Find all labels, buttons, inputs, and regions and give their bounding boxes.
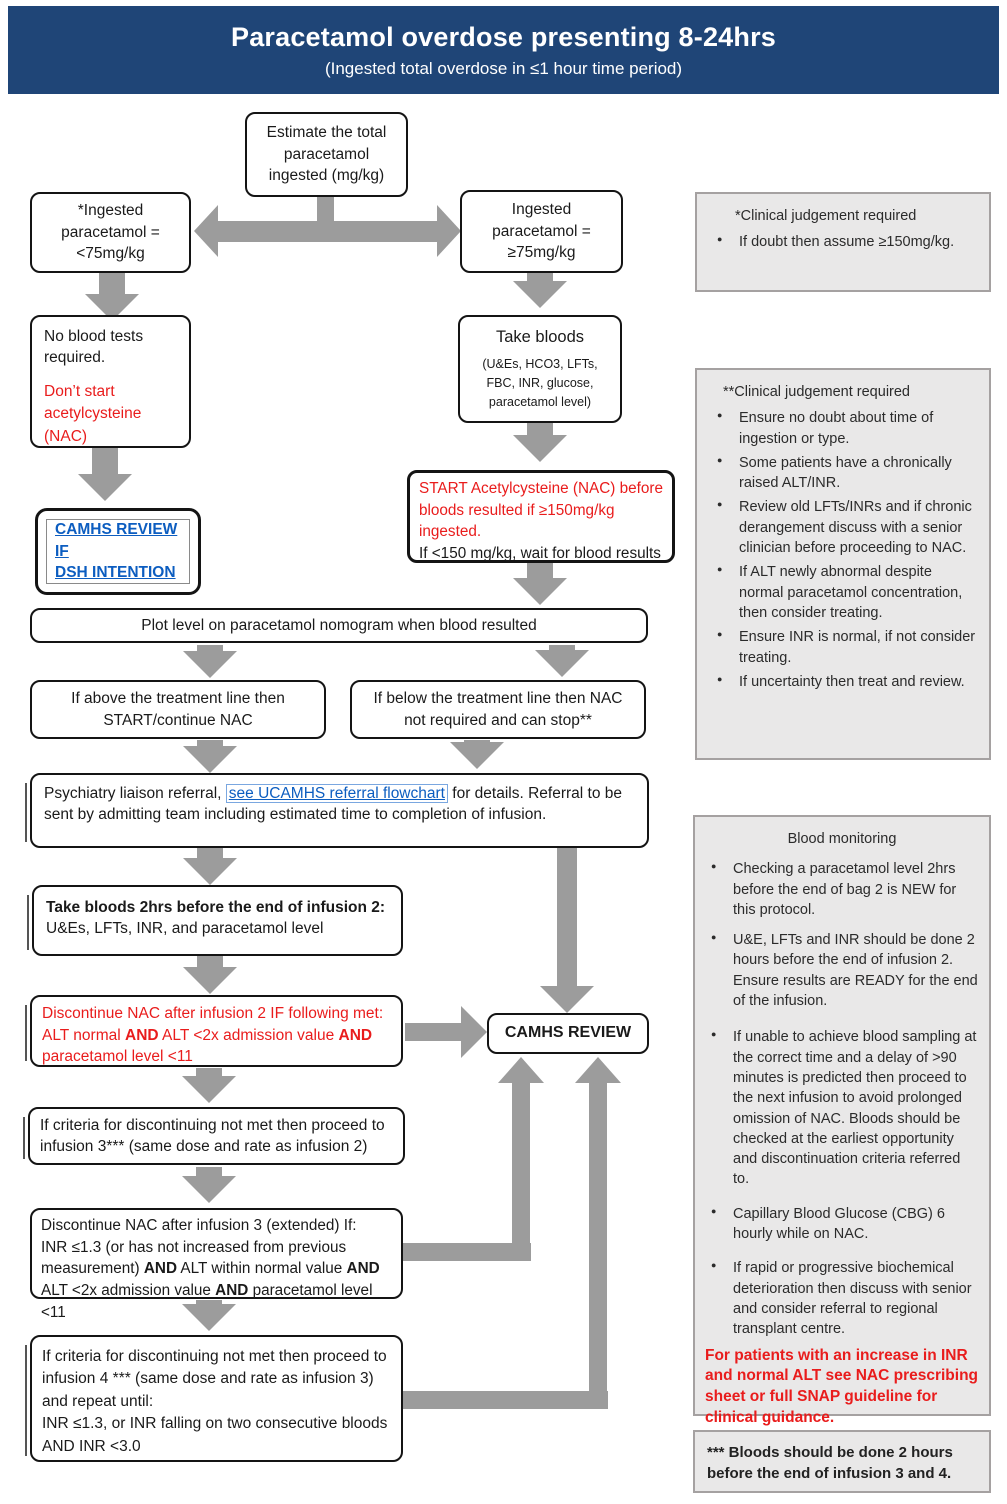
below-treatment-line-box: If below the treatment line then NAC not…	[350, 680, 646, 739]
list-item: If doubt then assume ≥150mg/kg.	[711, 232, 979, 252]
discontinue-infusion2-line1: Discontinue NAC after infusion 2 IF foll…	[42, 1005, 384, 1022]
ingested-above-75-text: Ingested paracetamol = ≥75mg/kg	[492, 201, 591, 262]
blood-monitoring-list: Checking a paracetamol level 2hrs before…	[705, 859, 979, 1339]
header-banner: Paracetamol overdose presenting 8-24hrs …	[8, 6, 999, 94]
clinical-judgement-2-list: Ensure no doubt about time of ingestion …	[711, 408, 979, 692]
proceed-infusion4-text-p2: INR ≤1.3, or INR falling on two consecut…	[42, 1415, 388, 1455]
discontinue-infusion2-box: Discontinue NAC after infusion 2 IF foll…	[25, 995, 403, 1067]
blood-monitoring-title: Blood monitoring	[787, 831, 897, 847]
bloods-timing-note: *** Bloods should be done 2 hours before…	[693, 1430, 991, 1493]
estimate-dose-box: Estimate the total paracetamol ingested …	[245, 112, 408, 197]
list-item: Some patients have a chronically raised …	[711, 453, 979, 494]
dont-start-nac-text: Don’t start acetylcysteine (NAC)	[44, 382, 142, 445]
camhs-review-text: CAMHS REVIEW	[504, 1024, 632, 1042]
psychiatry-referral-box: Psychiatry liaison referral, see UCAMHS …	[25, 773, 649, 848]
list-item: If rapid or progressive biochemical dete…	[705, 1258, 979, 1339]
take-bloods-title: Take bloods	[495, 328, 585, 347]
plot-nomogram-box: Plot level on paracetamol nomogram when …	[30, 608, 648, 643]
discontinue-infusion3-box: Discontinue NAC after infusion 3 (extend…	[30, 1208, 403, 1321]
psychiatry-referral-text-pre: Psychiatry liaison referral,	[44, 785, 226, 802]
below-treatment-line-text: If below the treatment line then NAC not…	[373, 690, 623, 729]
clinical-judgement-1-list: If doubt then assume ≥150mg/kg.	[711, 232, 979, 252]
clinical-judgement-2-title: **Clinical judgement required	[723, 384, 910, 400]
estimate-dose-text: Estimate the total paracetamol ingested …	[266, 124, 387, 185]
camhs-dsh-link-line2[interactable]: DSH INTENTION	[55, 564, 176, 582]
clinical-judgement-panel-1: *Clinical judgement required If doubt th…	[695, 192, 991, 292]
discontinue-infusion3-criteria: INR ≤1.3 (or has not increased from prev…	[41, 1238, 380, 1321]
page-title: Paracetamol overdose presenting 8-24hrs	[230, 21, 777, 52]
list-item: Ensure no doubt about time of ingestion …	[711, 408, 979, 449]
ingested-below-75-box: *Ingested paracetamol = <75mg/kg	[30, 192, 191, 273]
start-nac-box: START Acetylcysteine (NAC) before bloods…	[407, 470, 675, 563]
page-subtitle: (Ingested total overdose in ≤1 hour time…	[324, 58, 683, 78]
no-blood-tests-text: No blood tests required.	[44, 328, 144, 367]
ingested-below-75-text: *Ingested paracetamol = <75mg/kg	[61, 202, 160, 263]
proceed-infusion4-box: If criteria for discontinuing not met th…	[25, 1335, 403, 1462]
list-item: U&E, LFTs and INR should be done 2 hours…	[705, 930, 979, 1011]
blood-monitoring-panel: Blood monitoring Checking a paracetamol …	[693, 815, 991, 1426]
take-bloods-box: Take bloods (U&Es, HCO3, LFTs, FBC, INR,…	[458, 315, 622, 423]
psychiatry-referral-text-post: for details. Referral to be sent by admi…	[44, 785, 622, 824]
list-item: If unable to achieve blood sampling at t…	[705, 1027, 979, 1189]
list-item: Review old LFTs/INRs and if chronic dera…	[711, 497, 979, 558]
camhs-review-box: CAMHS REVIEW	[487, 1013, 649, 1054]
list-item: If ALT newly abnormal despite normal par…	[711, 562, 979, 623]
ucamhs-referral-link[interactable]: see UCAMHS referral flowchart	[225, 784, 448, 803]
list-item: Capillary Blood Glucose (CBG) 6 hourly w…	[705, 1204, 979, 1245]
discontinue-infusion3-line1: Discontinue NAC after infusion 3 (extend…	[41, 1217, 357, 1234]
list-item: If uncertainty then treat and review.	[711, 672, 979, 692]
camhs-dsh-box: CAMHS REVIEW IF DSH INTENTION	[35, 508, 201, 595]
camhs-dsh-link-line1[interactable]: CAMHS REVIEW IF	[55, 521, 178, 560]
proceed-infusion3-text: If criteria for discontinuing not met th…	[40, 1117, 385, 1156]
ingested-above-75-box: Ingested paracetamol = ≥75mg/kg	[460, 190, 623, 273]
camhs-dsh-inner-frame: CAMHS REVIEW IF DSH INTENTION	[46, 519, 190, 584]
clinical-judgement-panel-2: **Clinical judgement required Ensure no …	[695, 368, 991, 760]
inr-warning-text: For patients with an increase in INR and…	[705, 1346, 979, 1427]
above-treatment-line-box: If above the treatment line then START/c…	[30, 680, 326, 739]
bloods-timing-note-text: *** Bloods should be done 2 hours before…	[707, 1444, 953, 1482]
start-nac-black-text: If <150 mg/kg, wait for blood results	[419, 545, 661, 563]
discontinue-infusion2-criteria: ALT normal AND ALT <2x admission value A…	[42, 1026, 373, 1066]
take-bloods-infusion2-title: Take bloods 2hrs before the end of infus…	[46, 899, 386, 916]
list-item: Checking a paracetamol level 2hrs before…	[705, 859, 979, 920]
clinical-judgement-1-title: *Clinical judgement required	[735, 208, 917, 224]
proceed-infusion3-box: If criteria for discontinuing not met th…	[23, 1107, 405, 1165]
plot-nomogram-text: Plot level on paracetamol nomogram when …	[141, 616, 537, 634]
start-nac-red-text: START Acetylcysteine (NAC) before bloods…	[419, 480, 663, 541]
list-item: Ensure INR is normal, if not consider tr…	[711, 627, 979, 668]
take-bloods-detail: (U&Es, HCO3, LFTs, FBC, INR, glucose, pa…	[482, 357, 598, 409]
proceed-infusion4-text-p1: If criteria for discontinuing not met th…	[42, 1348, 387, 1410]
take-bloods-infusion2-detail: U&Es, LFTs, INR, and paracetamol level	[46, 920, 324, 938]
no-blood-tests-box: No blood tests required. Don’t start ace…	[30, 315, 191, 448]
above-treatment-line-text: If above the treatment line then START/c…	[71, 690, 285, 729]
take-bloods-infusion2-box: Take bloods 2hrs before the end of infus…	[27, 885, 403, 956]
